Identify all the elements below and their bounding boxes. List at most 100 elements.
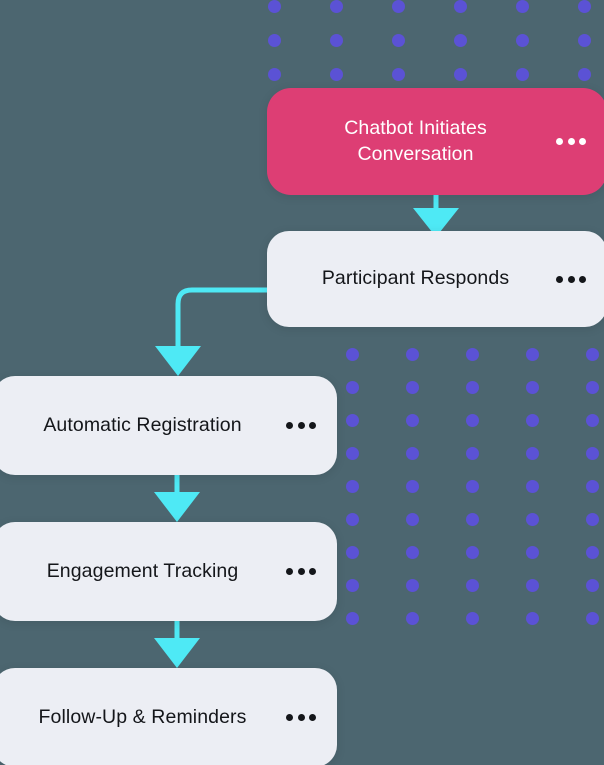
ellipsis-dot <box>556 275 563 283</box>
pattern-dot <box>586 381 599 394</box>
pattern-dot <box>454 0 467 13</box>
pattern-dot <box>586 579 599 592</box>
pattern-dot <box>466 381 479 394</box>
pattern-dot <box>346 414 359 427</box>
pattern-dot <box>346 348 359 361</box>
pattern-dot <box>346 546 359 559</box>
connector-participant-to-registration <box>155 287 291 376</box>
pattern-dot <box>526 480 539 493</box>
pattern-dot <box>268 68 281 81</box>
pattern-dot <box>578 68 591 81</box>
node-card-participant-responds[interactable]: Participant Responds <box>267 231 604 327</box>
ellipsis-dot <box>286 568 293 575</box>
node-label-chatbot-initiates: Chatbot Initiates Conversation <box>267 116 546 167</box>
pattern-dot <box>526 513 539 526</box>
ellipsis-horizontal-icon[interactable] <box>286 568 316 575</box>
node-card-automatic-registration[interactable]: Automatic Registration <box>0 376 337 475</box>
ellipsis-horizontal-icon[interactable] <box>556 275 586 283</box>
pattern-dot <box>406 348 419 361</box>
connector-engagement-to-followup <box>154 616 200 668</box>
node-card-chatbot-initiates[interactable]: Chatbot Initiates Conversation <box>267 88 604 195</box>
ellipsis-dot <box>297 714 305 721</box>
ellipsis-horizontal-icon[interactable] <box>556 138 586 145</box>
connector-registration-to-engagement <box>154 470 200 522</box>
pattern-dot <box>406 612 419 625</box>
pattern-dot <box>526 579 539 592</box>
pattern-dot <box>454 68 467 81</box>
pattern-dot <box>392 34 405 47</box>
pattern-dot <box>268 0 281 13</box>
pattern-dot <box>466 513 479 526</box>
pattern-dot <box>466 579 479 592</box>
pattern-dot <box>578 0 591 13</box>
pattern-dot <box>268 34 281 47</box>
ellipsis-dot <box>309 422 316 429</box>
pattern-dot <box>466 414 479 427</box>
pattern-dot <box>466 546 479 559</box>
ellipsis-dot <box>556 138 563 145</box>
node-label-engagement-tracking: Engagement Tracking <box>46 559 239 582</box>
pattern-dot <box>392 0 405 13</box>
pattern-dot <box>526 414 539 427</box>
pattern-dot <box>586 480 599 493</box>
ellipsis-dot <box>286 422 293 429</box>
ellipsis-dot <box>567 275 575 283</box>
dot-pattern-top-decoration <box>268 0 604 82</box>
pattern-dot <box>578 34 591 47</box>
node-label-follow-up-reminders: Follow-Up & Reminders <box>38 705 247 728</box>
ellipsis-dot <box>309 568 316 575</box>
ellipsis-horizontal-icon[interactable] <box>286 714 316 721</box>
pattern-dot <box>466 447 479 460</box>
pattern-dot <box>586 348 599 361</box>
pattern-dot <box>516 34 529 47</box>
node-card-follow-up-reminders[interactable]: Follow-Up & Reminders <box>0 668 337 765</box>
ellipsis-dot <box>567 138 575 145</box>
pattern-dot <box>346 381 359 394</box>
pattern-dot <box>346 579 359 592</box>
node-label-line-1: Chatbot Initiates <box>344 116 487 139</box>
pattern-dot <box>330 0 343 13</box>
pattern-dot <box>526 348 539 361</box>
ellipsis-horizontal-icon[interactable] <box>286 422 316 429</box>
pattern-dot <box>346 447 359 460</box>
pattern-dot <box>346 612 359 625</box>
pattern-dot <box>346 480 359 493</box>
pattern-dot <box>526 546 539 559</box>
pattern-dot <box>406 414 419 427</box>
ellipsis-dot <box>309 714 316 721</box>
pattern-dot <box>406 546 419 559</box>
pattern-dot <box>586 513 599 526</box>
pattern-dot <box>406 513 419 526</box>
pattern-dot <box>516 68 529 81</box>
pattern-dot <box>406 480 419 493</box>
pattern-dot <box>330 34 343 47</box>
dot-pattern-right-decoration <box>346 348 604 638</box>
pattern-dot <box>516 0 529 13</box>
pattern-dot <box>526 447 539 460</box>
ellipsis-dot <box>297 422 305 429</box>
pattern-dot <box>392 68 405 81</box>
ellipsis-dot <box>579 138 586 145</box>
pattern-dot <box>406 447 419 460</box>
pattern-dot <box>586 447 599 460</box>
pattern-dot <box>466 480 479 493</box>
pattern-dot <box>586 414 599 427</box>
pattern-dot <box>346 513 359 526</box>
ellipsis-dot <box>297 568 305 575</box>
node-label-automatic-registration: Automatic Registration <box>43 413 242 436</box>
pattern-dot <box>330 68 343 81</box>
pattern-dot <box>466 612 479 625</box>
ellipsis-dot <box>579 275 586 283</box>
pattern-dot <box>586 546 599 559</box>
pattern-dot <box>406 579 419 592</box>
pattern-dot <box>526 381 539 394</box>
pattern-dot <box>526 612 539 625</box>
node-card-engagement-tracking[interactable]: Engagement Tracking <box>0 522 337 621</box>
pattern-dot <box>466 348 479 361</box>
node-label-participant-responds: Participant Responds <box>321 267 510 290</box>
node-label-line-2: Conversation <box>357 142 474 165</box>
pattern-dot <box>406 381 419 394</box>
ellipsis-dot <box>286 714 293 721</box>
pattern-dot <box>454 34 467 47</box>
